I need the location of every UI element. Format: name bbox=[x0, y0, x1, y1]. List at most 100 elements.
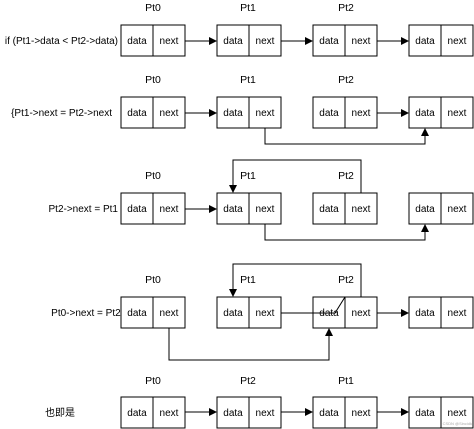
list-node: data next bbox=[120, 296, 186, 329]
list-node: data next bbox=[216, 192, 282, 225]
step-2: {Pt1->next = Pt2->next Pt0 Pt1 Pt2 data … bbox=[11, 74, 474, 145]
data-cell-label: data bbox=[319, 408, 339, 419]
data-cell-label: data bbox=[127, 308, 147, 319]
next-cell-label: next bbox=[352, 308, 371, 319]
pt2-to-pt1-arrow bbox=[229, 263, 362, 297]
data-cell bbox=[120, 296, 154, 329]
pointer-label: Pt2 bbox=[240, 375, 256, 387]
step-3: Pt2->next = Pt1 Pt0 Pt1 Pt2 data next da… bbox=[49, 159, 474, 241]
watermark: CSDN @Sincidk bbox=[443, 421, 472, 426]
list-node: data next bbox=[216, 96, 282, 129]
next-cell bbox=[440, 296, 474, 329]
list-node: data next bbox=[408, 296, 474, 329]
data-cell bbox=[216, 96, 250, 129]
pointer-label: Pt1 bbox=[240, 74, 256, 86]
next-cell-label: next bbox=[160, 36, 179, 47]
data-cell-label: data bbox=[127, 204, 147, 215]
list-node: data next bbox=[120, 96, 186, 129]
pointer-label: Pt0 bbox=[145, 2, 161, 14]
next-cell bbox=[440, 96, 474, 129]
data-cell bbox=[120, 24, 154, 57]
next-cell-label: next bbox=[352, 408, 371, 419]
data-cell-label: data bbox=[415, 204, 435, 215]
step-condition: 也即是 bbox=[45, 406, 75, 419]
data-cell bbox=[216, 192, 250, 225]
list-node: data next bbox=[408, 396, 474, 429]
next-cell-label: next bbox=[256, 36, 275, 47]
next-cell-label: next bbox=[352, 204, 371, 215]
data-cell bbox=[216, 396, 250, 429]
next-cell-label: next bbox=[160, 108, 179, 119]
data-cell bbox=[120, 96, 154, 129]
data-cell-label: data bbox=[415, 108, 435, 119]
next-cell bbox=[440, 396, 474, 429]
list-node: data next bbox=[408, 24, 474, 57]
pt1-to-node4-arrow bbox=[264, 128, 429, 145]
data-cell bbox=[408, 24, 442, 57]
list-node: data next bbox=[408, 96, 474, 129]
data-cell-label: data bbox=[127, 36, 147, 47]
step-condition: Pt2->next = Pt1 bbox=[49, 204, 119, 215]
data-cell-label: data bbox=[415, 408, 435, 419]
data-cell bbox=[408, 296, 442, 329]
next-cell bbox=[152, 96, 186, 129]
pointer-label: Pt2 bbox=[338, 74, 354, 86]
pointer-label: Pt0 bbox=[145, 274, 161, 286]
next-cell bbox=[344, 296, 378, 329]
next-cell-label: next bbox=[160, 204, 179, 215]
list-node: data next bbox=[312, 24, 378, 57]
next-cell bbox=[344, 192, 378, 225]
data-cell bbox=[408, 396, 442, 429]
next-cell-label: next bbox=[448, 408, 467, 419]
step-4: Pt0->next = Pt2} Pt0 Pt1 Pt2 data next d… bbox=[51, 263, 474, 361]
next-cell-label: next bbox=[160, 408, 179, 419]
data-cell-label: data bbox=[127, 408, 147, 419]
next-cell bbox=[152, 24, 186, 57]
pointer-label: Pt1 bbox=[240, 2, 256, 14]
step-1: if (Pt1->data < Pt2->data) Pt0 Pt1 Pt2 d… bbox=[5, 2, 474, 57]
pointer-label: Pt0 bbox=[145, 170, 161, 182]
next-cell-label: next bbox=[256, 408, 275, 419]
pointer-label: Pt0 bbox=[145, 74, 161, 86]
next-cell bbox=[440, 24, 474, 57]
pointer-label: Pt2 bbox=[338, 2, 354, 14]
step-5: 也即是 Pt0 Pt2 Pt1 data next data next data… bbox=[45, 375, 474, 429]
list-node: data next bbox=[312, 396, 378, 429]
next-cell-label: next bbox=[256, 108, 275, 119]
data-cell-label: data bbox=[127, 108, 147, 119]
next-cell-label: next bbox=[448, 36, 467, 47]
pt1-to-node4-arrow bbox=[334, 296, 346, 314]
data-cell-label: data bbox=[223, 204, 243, 215]
list-node: data next bbox=[312, 192, 378, 225]
pt0-to-pt2-arrow bbox=[168, 328, 333, 361]
data-cell-label: data bbox=[319, 108, 339, 119]
list-node: data next bbox=[216, 396, 282, 429]
pt2-to-pt1-arrow bbox=[229, 159, 362, 193]
data-cell bbox=[312, 24, 346, 57]
next-cell bbox=[152, 396, 186, 429]
data-cell-label: data bbox=[223, 408, 243, 419]
list-node: data next bbox=[216, 296, 282, 329]
next-cell bbox=[248, 192, 282, 225]
pointer-label: Pt1 bbox=[338, 375, 354, 387]
data-cell bbox=[408, 96, 442, 129]
next-cell-label: next bbox=[448, 308, 467, 319]
data-cell bbox=[216, 24, 250, 57]
next-cell-label: next bbox=[352, 36, 371, 47]
list-node: data next bbox=[216, 24, 282, 57]
pointer-label: Pt2 bbox=[338, 170, 354, 182]
pointer-label: Pt0 bbox=[145, 375, 161, 387]
list-node: data next bbox=[120, 396, 186, 429]
data-cell-label: data bbox=[223, 308, 243, 319]
pointer-label: Pt1 bbox=[240, 274, 256, 286]
list-node: data next bbox=[120, 24, 186, 57]
data-cell bbox=[312, 192, 346, 225]
list-node: data next bbox=[312, 96, 378, 129]
next-cell bbox=[344, 96, 378, 129]
pointer-label: Pt2 bbox=[338, 274, 354, 286]
pt1-to-node4-arrow bbox=[264, 224, 429, 241]
data-cell-label: data bbox=[415, 308, 435, 319]
data-cell-label: data bbox=[319, 204, 339, 215]
data-cell bbox=[312, 396, 346, 429]
next-cell-label: next bbox=[448, 204, 467, 215]
